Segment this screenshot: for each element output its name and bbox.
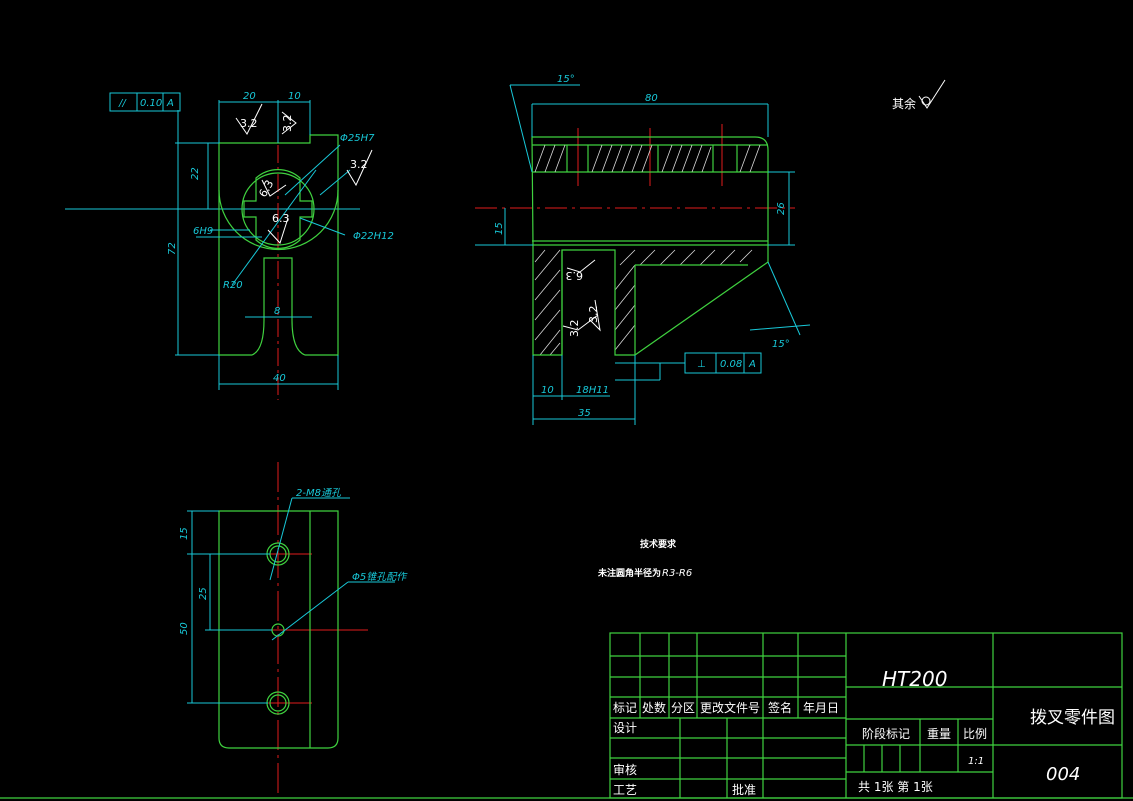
tb-material: HT200 bbox=[882, 667, 947, 691]
tb-h-sign: 签名 bbox=[768, 700, 792, 715]
dim-26: 26 bbox=[776, 202, 787, 215]
tb-h-file: 更改文件号 bbox=[700, 700, 760, 715]
angle-bottom-15: 15° bbox=[772, 339, 790, 350]
dim-40: 40 bbox=[273, 373, 286, 384]
tb-h-fenqu: 分区 bbox=[671, 701, 695, 715]
front-view bbox=[65, 92, 373, 400]
front-roughness-3: 3.2 bbox=[350, 158, 368, 171]
section-hatch bbox=[534, 144, 761, 356]
tb-review: 审核 bbox=[613, 762, 637, 777]
dim-8: 8 bbox=[274, 306, 280, 317]
other-roughness-label: 其余 bbox=[892, 96, 916, 111]
tb-h-chushu: 处数 bbox=[642, 700, 666, 715]
dim-80: 80 bbox=[645, 93, 658, 104]
tb-sheets: 共 1张 第 1张 bbox=[858, 780, 933, 794]
other-roughness-symbol bbox=[918, 79, 946, 109]
top-view bbox=[187, 462, 395, 795]
gdt-perp-value: 0.08 bbox=[720, 359, 742, 370]
gdt-parallel-value: 0.10 bbox=[140, 98, 162, 109]
title-block bbox=[0, 632, 1133, 799]
tb-design: 设计 bbox=[613, 721, 637, 735]
dim-slot-6h9: 6H9 bbox=[193, 226, 213, 237]
side-roughness-3: 3.2 bbox=[587, 306, 600, 324]
dim-35: 35 bbox=[578, 408, 591, 419]
dim-72: 72 bbox=[167, 242, 178, 255]
front-roughness-4: 6.3 bbox=[256, 178, 276, 200]
tb-scale-label: 比例 bbox=[963, 727, 987, 741]
hole-note-phi5: Φ5锥孔配作 bbox=[352, 571, 408, 583]
tech-req-text: 未注圆角半径为 bbox=[597, 567, 661, 579]
front-roughness-5: 6.3 bbox=[272, 212, 290, 225]
tech-req-title: 技术要求 bbox=[640, 538, 677, 550]
dim-18h11: 18H11 bbox=[576, 385, 609, 396]
tb-stage: 阶段标记 bbox=[862, 726, 910, 741]
gdt-perp-datum: A bbox=[748, 359, 756, 370]
tech-req-value: R3-R6 bbox=[662, 568, 692, 579]
tb-drawing-no: 004 bbox=[1046, 764, 1080, 785]
tb-h-biaoji: 标记 bbox=[613, 701, 637, 715]
gdt-parallel-symbol: // bbox=[118, 98, 127, 109]
dim-r20: R20 bbox=[223, 280, 243, 291]
dim-15-side: 15 bbox=[494, 222, 505, 235]
dim-top-25: 25 bbox=[198, 587, 209, 600]
tb-approve: 批准 bbox=[732, 782, 756, 797]
tb-scale: 1:1 bbox=[968, 756, 984, 767]
tb-h-date: 年月日 bbox=[803, 701, 839, 715]
dim-top-50: 50 bbox=[179, 622, 190, 635]
dim-10: 10 bbox=[541, 385, 554, 396]
dim-phi22: Φ22H12 bbox=[353, 231, 394, 242]
tb-weight: 重量 bbox=[927, 727, 951, 741]
dim-top-10: 10 bbox=[288, 91, 301, 102]
tb-process: 工艺 bbox=[613, 783, 637, 797]
dim-22: 22 bbox=[190, 167, 201, 180]
angle-top-15: 15° bbox=[557, 74, 575, 85]
dim-top-20: 20 bbox=[243, 91, 256, 102]
side-roughness-2: 3.2 bbox=[568, 320, 581, 338]
side-roughness-1: 6.3 bbox=[566, 269, 584, 282]
tb-part-name: 拨叉零件图 bbox=[1030, 708, 1115, 728]
front-roughness-2: 3.2 bbox=[281, 115, 294, 133]
side-view bbox=[475, 84, 811, 425]
dim-phi25: Φ25H7 bbox=[340, 133, 375, 144]
gdt-perp-symbol: ⊥ bbox=[697, 359, 706, 370]
gdt-parallel-datum: A bbox=[166, 98, 174, 109]
hole-note-m8: 2-M8通孔 bbox=[296, 487, 342, 499]
front-roughness-1: 3.2 bbox=[240, 117, 258, 130]
dim-top-15: 15 bbox=[179, 527, 190, 540]
